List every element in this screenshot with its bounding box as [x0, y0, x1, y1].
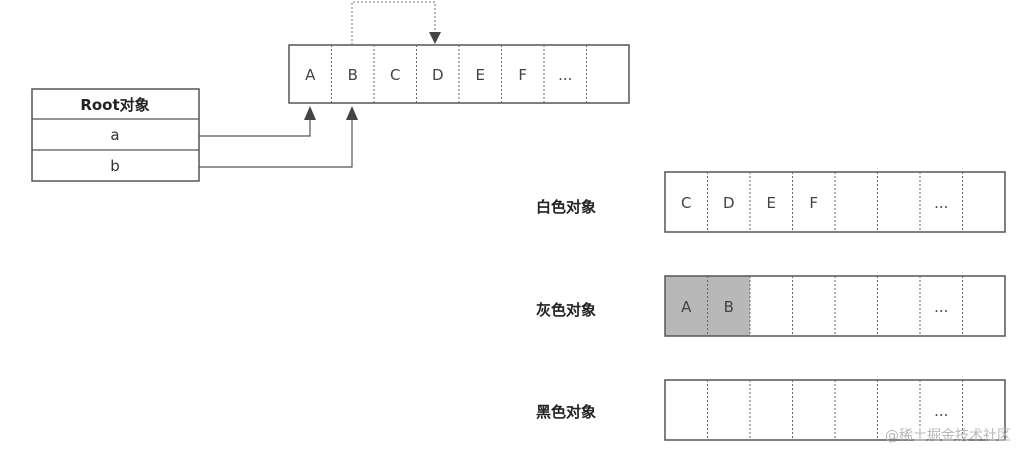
white-set-array: C D E F...: [664, 171, 1006, 233]
white-set-array-cell: D: [723, 194, 735, 212]
black-set-label: 黑色对象: [536, 403, 597, 421]
gray-set-array-cell: B: [724, 298, 734, 316]
root-object-border: [31, 88, 200, 182]
heap-cell-A: A: [305, 66, 316, 84]
b-to-B-reference-arrow: [199, 118, 353, 168]
a-to-A-arrowhead: [304, 106, 316, 120]
heap-cell-E: E: [476, 66, 485, 84]
a-to-A-reference-arrow: [199, 118, 311, 137]
heap-cell-F: F: [518, 66, 527, 84]
white-set-array-cell: ...: [934, 194, 948, 212]
heap-array: A B C D E F...: [288, 44, 630, 104]
b-to-B-arrowhead: [346, 106, 358, 120]
gray-set-array-cell: A: [681, 298, 692, 316]
gray-set-label: 灰色对象: [536, 301, 597, 319]
black-set-array-cell: ...: [934, 402, 948, 420]
white-set-array-cell: F: [809, 194, 818, 212]
gray-set-array-cell: ...: [934, 298, 948, 316]
white-set-label: 白色对象: [536, 198, 597, 216]
white-set-array-cell: C: [681, 194, 691, 212]
heap-cell-D: D: [432, 66, 444, 84]
heap-cell-ellipsis: ...: [558, 66, 572, 84]
heap-cell-C: C: [390, 66, 400, 84]
root-field-a: a: [110, 126, 119, 144]
black-set-array: ...: [664, 379, 1006, 441]
b-to-d-arrowhead: [429, 32, 441, 44]
root-object-title: Root对象: [80, 96, 149, 114]
gray-set-array: A B...: [664, 275, 1006, 337]
root-object: Root对象 a b: [31, 88, 200, 182]
heap-cell-B: B: [348, 66, 358, 84]
b-to-d-reference-arrow: [351, 1, 436, 45]
root-field-b: b: [110, 157, 120, 175]
gray-object-fill: [665, 276, 708, 336]
white-set-array-cell: E: [767, 194, 776, 212]
watermark: @稀土掘金技术社区: [885, 428, 1011, 444]
gray-object-fill: [707, 276, 750, 336]
